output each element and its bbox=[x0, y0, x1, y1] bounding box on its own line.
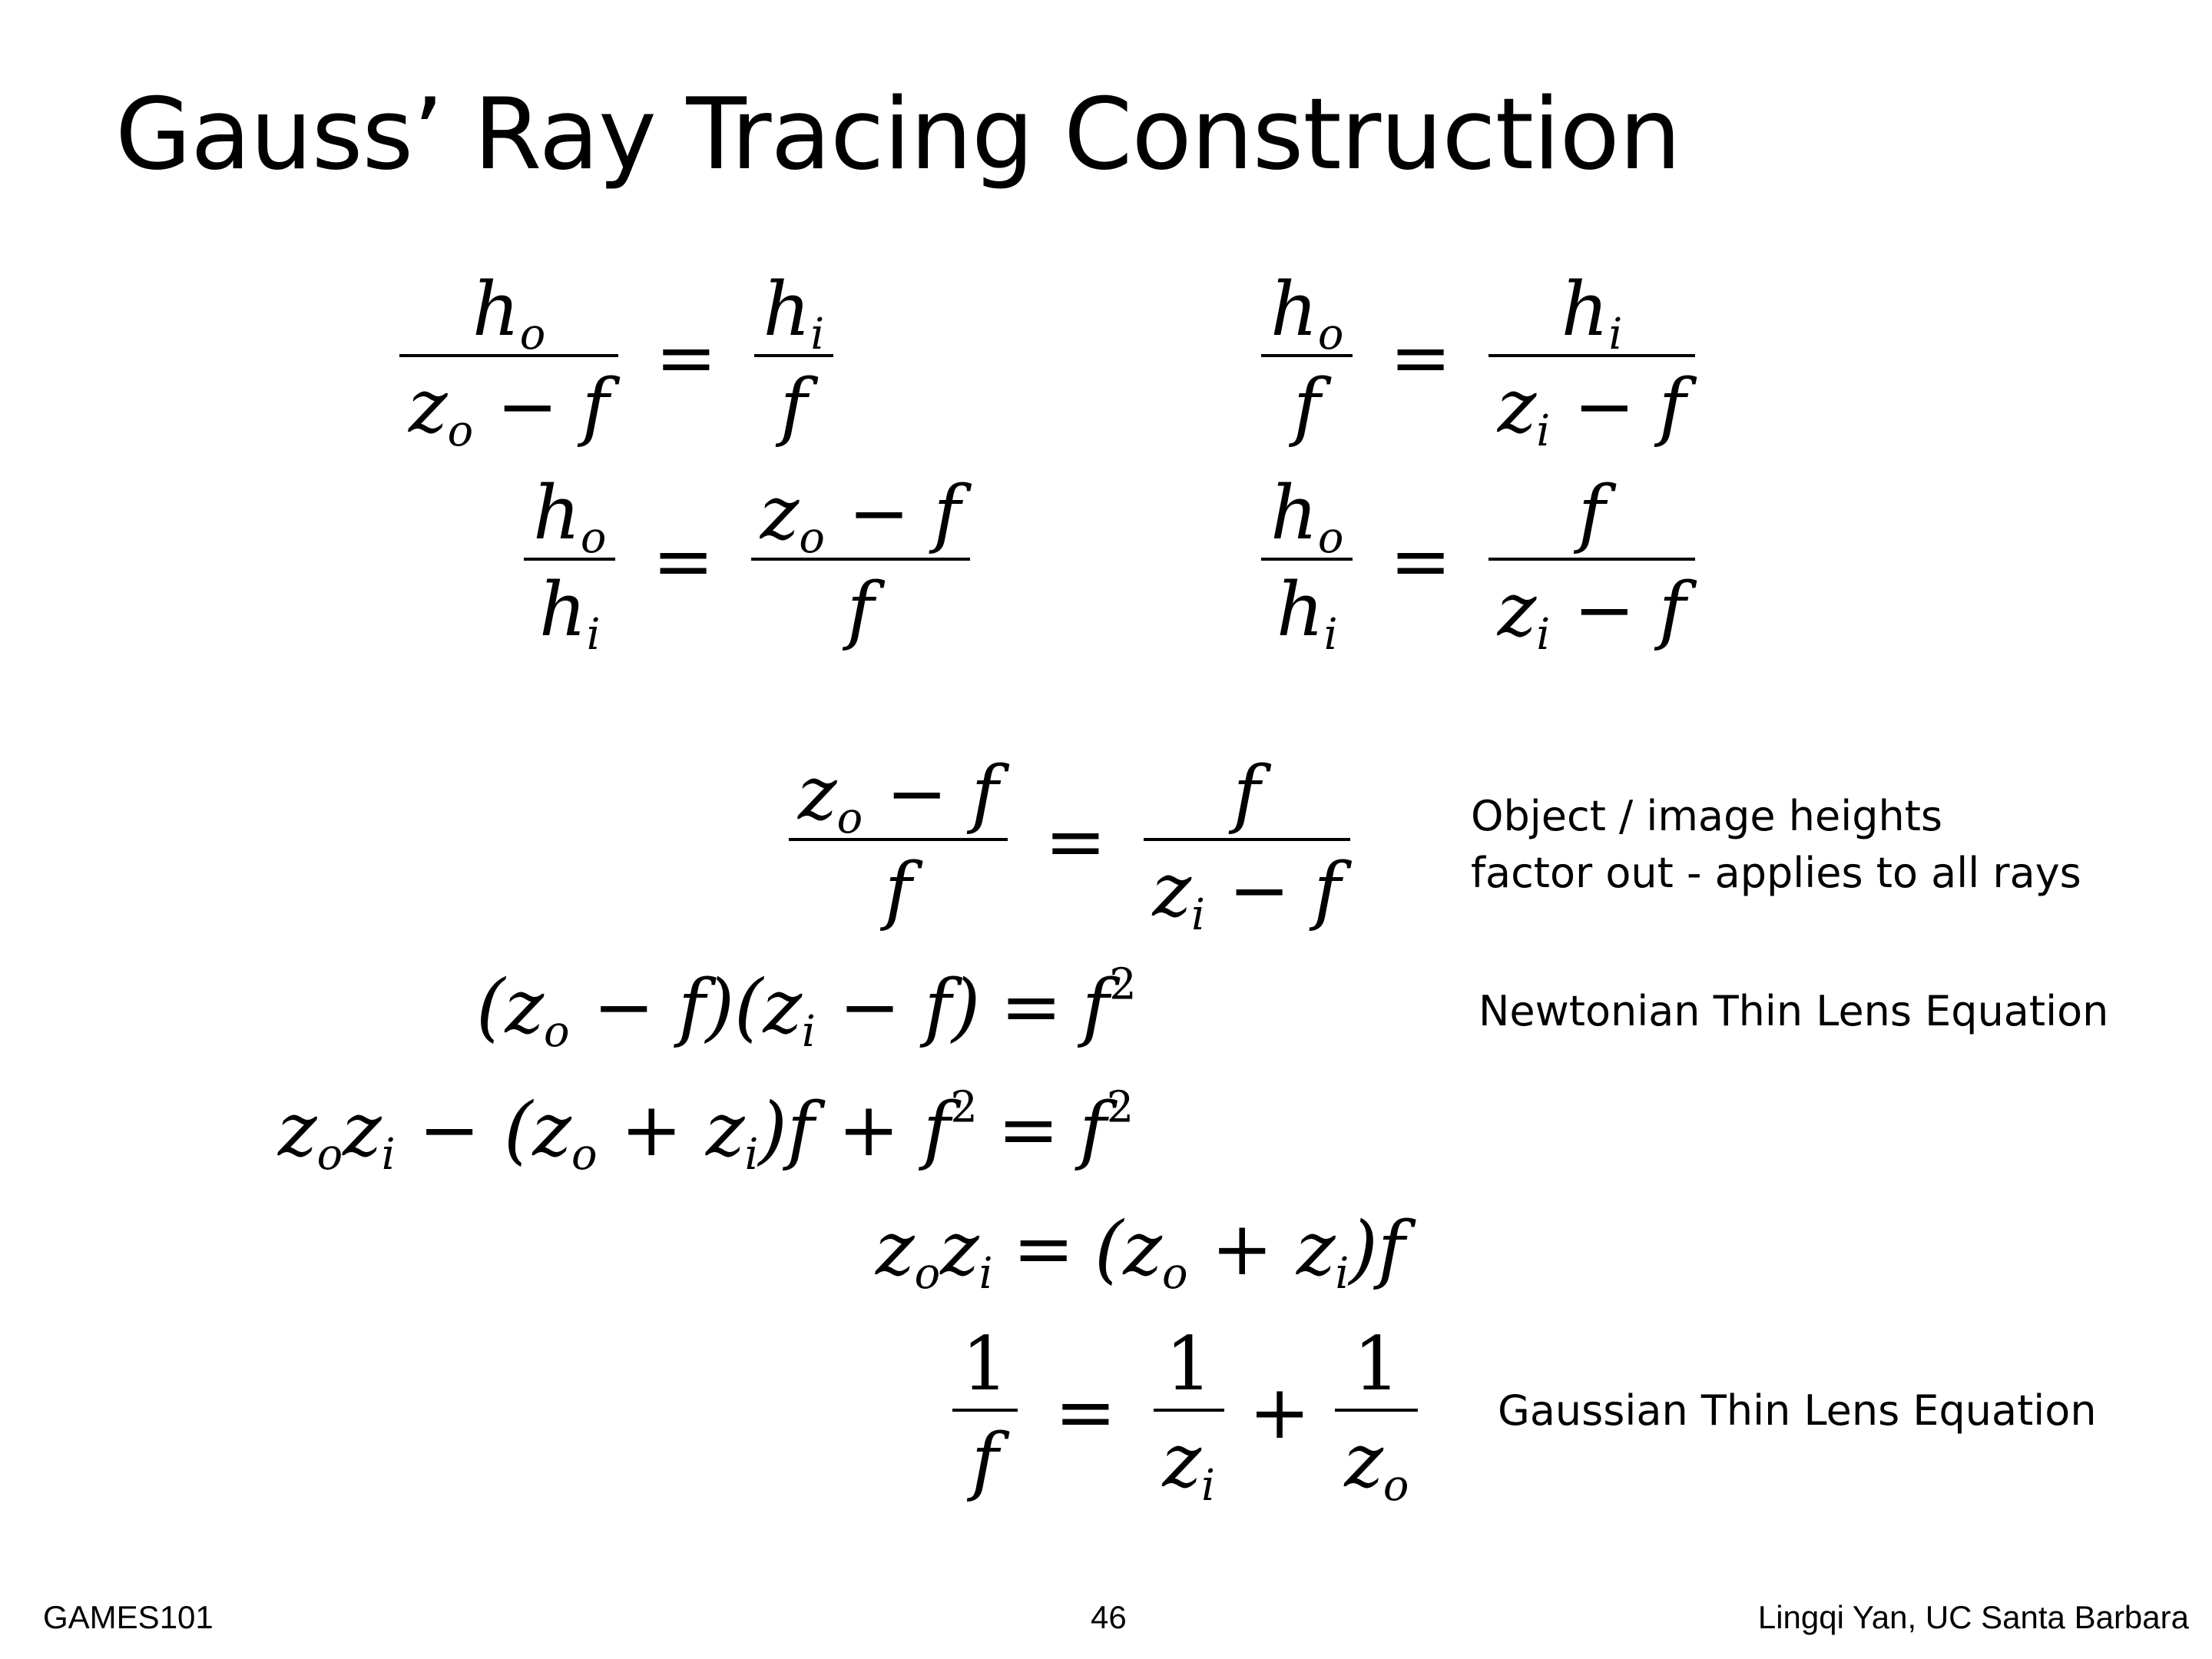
footer-course: GAMES101 bbox=[43, 1599, 214, 1635]
annotation-gaussian: Gaussian Thin Lens Equation bbox=[1498, 1386, 2097, 1435]
annotation-heights-line1: Object / image heights bbox=[1471, 792, 1943, 840]
equation-newtonian: (zo − f)(zi − f)=f2 bbox=[476, 959, 1137, 1057]
annotation-heights-line2: factor out - applies to all rays bbox=[1471, 849, 2081, 897]
slide-title: Gauss’ Ray Tracing Construction bbox=[115, 78, 1681, 192]
annotation-newtonian: Newtonian Thin Lens Equation bbox=[1479, 987, 2109, 1035]
equation-expanded: zozi − (zo + zi)f + f2=f2 bbox=[278, 1082, 1134, 1180]
equation-simplified: zozi=(zo + zi)f bbox=[876, 1206, 1406, 1299]
annotation-heights: Object / image heights factor out - appl… bbox=[1471, 788, 2081, 902]
page-number: 46 bbox=[1091, 1599, 1127, 1635]
footer-author: Lingqi Yan, UC Santa Barbara bbox=[1757, 1599, 2189, 1635]
